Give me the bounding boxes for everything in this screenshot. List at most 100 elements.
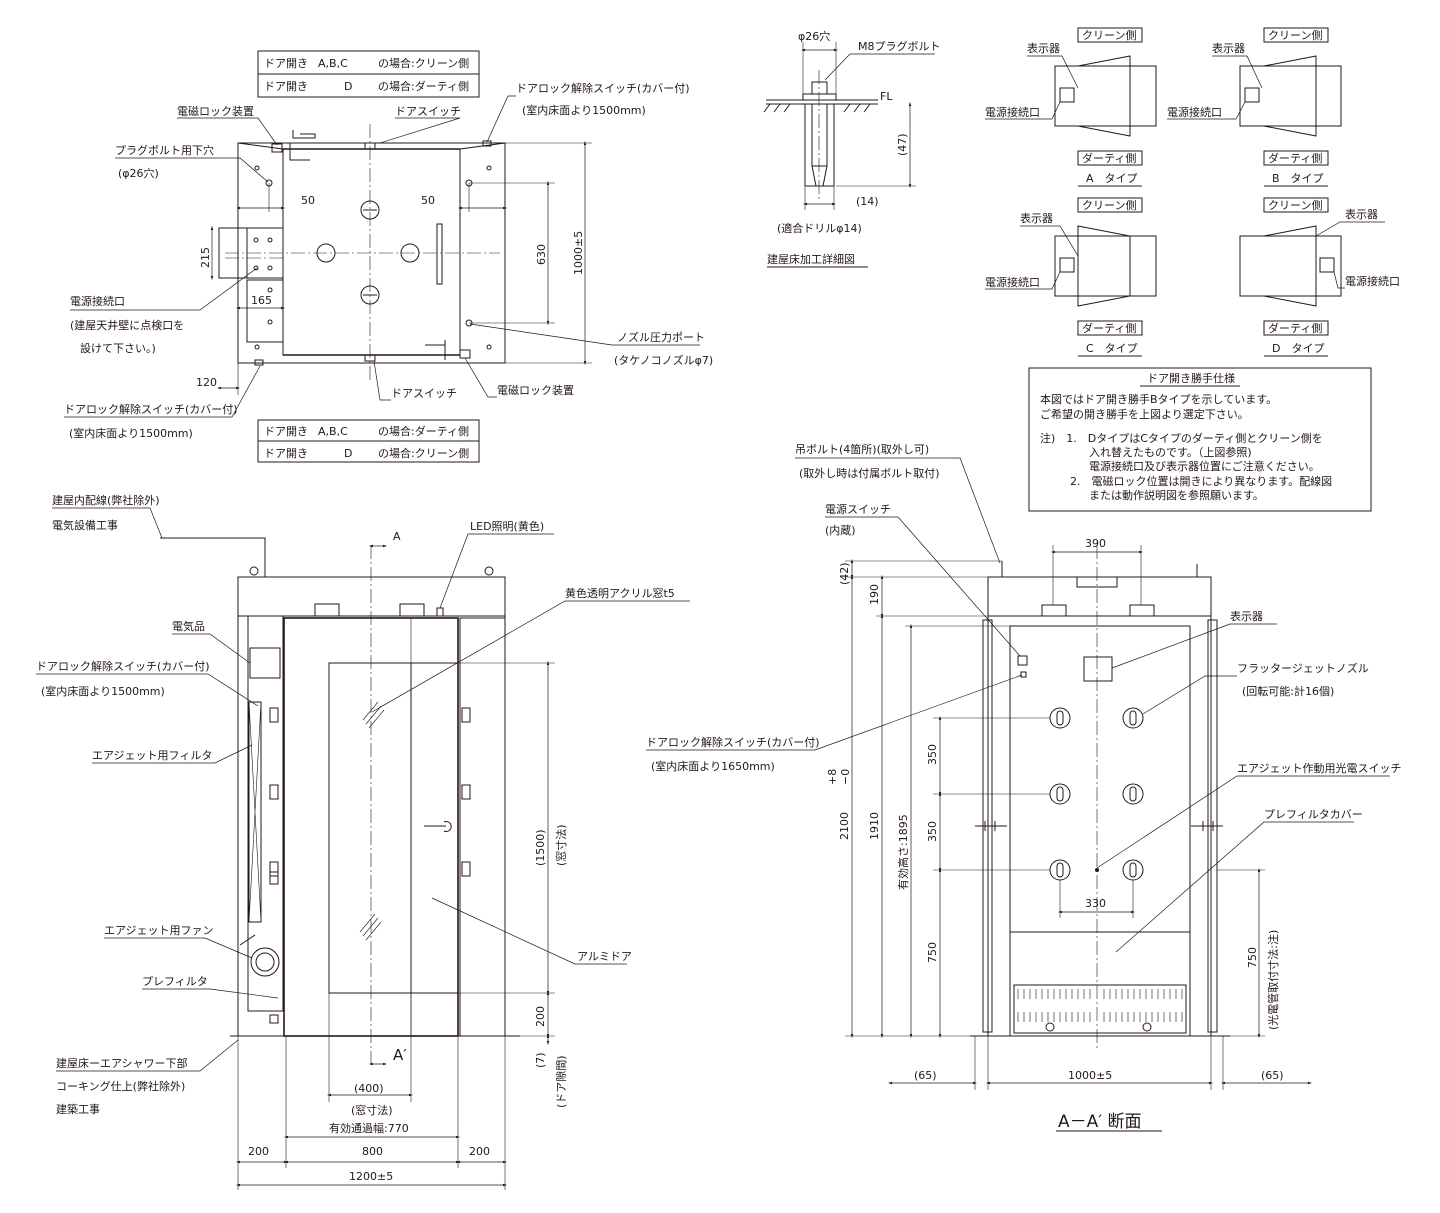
nozzle-port-note: (タケノコノズルφ7) bbox=[614, 353, 713, 367]
spec-line: 注) 1. DタイプはCタイプのダーティ側とクリーン側を bbox=[1040, 431, 1323, 445]
table-cell: の場合:クリーン側 bbox=[378, 446, 469, 460]
wiring-label: 建屋内配線(弊社除外) bbox=[52, 493, 160, 507]
door-switch-label: ドアスイッチ bbox=[395, 105, 461, 118]
plug-bolt-label: プラグボルト用下穴 bbox=[115, 143, 214, 157]
table-cell: ドア開き bbox=[264, 425, 308, 438]
section-mark: A bbox=[393, 530, 401, 543]
type-b-label: B タイプ bbox=[1272, 172, 1324, 185]
display-label: 表示器 bbox=[1020, 211, 1053, 225]
prefilter-cover-label: プレフィルタカバー bbox=[1264, 808, 1363, 821]
dim-label: 120 bbox=[196, 376, 217, 389]
power-inlet-note: 設けて下さい。) bbox=[80, 341, 156, 355]
plan-view: ドア開き A,B,C の場合:クリーン側 ドア開き D の場合:ダーティ側 bbox=[64, 50, 713, 463]
dim-note: (窓寸法) bbox=[351, 1103, 393, 1117]
spec-title: ドア開き勝手仕様 bbox=[1147, 371, 1235, 385]
power-label: 電源接続口 bbox=[985, 275, 1040, 289]
dim-note: 有効通過幅:770 bbox=[329, 1121, 409, 1135]
dim-label: 630 bbox=[535, 244, 548, 265]
dim-label: 50 bbox=[301, 194, 315, 207]
release-switch-label: ドアロック解除スイッチ(カバー付) bbox=[646, 735, 820, 749]
drill-label: (適合ドリルφ14) bbox=[777, 221, 862, 235]
filter-label: エアジェット用フィルタ bbox=[92, 749, 212, 762]
dim-label: 1910 bbox=[868, 812, 881, 840]
spec-line: 本図ではドア開き勝手Bタイプを示しています。 bbox=[1040, 392, 1277, 406]
dim-label: 50 bbox=[421, 194, 435, 207]
dim-label: (47) bbox=[896, 133, 909, 156]
electrical-label: 電気品 bbox=[172, 619, 205, 633]
spec-line: ご希望の開き勝手を上図より選定下さい。 bbox=[1040, 407, 1249, 421]
dim-label: 190 bbox=[868, 584, 881, 605]
type-c: クリーン側 表示器 電源接続口 ダーティ側 C タイプ bbox=[985, 197, 1157, 357]
dim-label: 200 bbox=[248, 1145, 269, 1158]
section-view: 390 (42) +8 −0 2100 190 1910 有効高さ:1895 3… bbox=[646, 442, 1402, 1132]
door-label: アルミドア bbox=[577, 950, 632, 963]
nozzle-label: フラッタージェットノズル bbox=[1237, 661, 1369, 675]
fan-label: エアジェット用ファン bbox=[104, 924, 214, 937]
table-cell: A,B,C bbox=[318, 57, 348, 70]
dim-label: (400) bbox=[354, 1082, 384, 1095]
display-label: 表示器 bbox=[1230, 609, 1263, 623]
spec-line: 電源接続口及び表示器位置にご注意ください。 bbox=[1089, 459, 1320, 473]
nozzle-port-label: ノズル圧力ポート bbox=[617, 330, 705, 344]
acrylic-window bbox=[328, 662, 412, 994]
nozzle-note: (回転可能:計16個) bbox=[1242, 684, 1334, 698]
dim-label: 390 bbox=[1085, 537, 1106, 550]
dim-label: 2100 bbox=[838, 812, 851, 840]
release-switch-label: ドアロック解除スイッチ(カバー付) bbox=[64, 402, 238, 416]
section-mark: A′ bbox=[393, 1046, 407, 1064]
table-cell: ドア開き bbox=[264, 80, 308, 93]
spec-line: 2. 電磁ロック位置は開きにより異なります。配線図 bbox=[1070, 474, 1332, 488]
dim-label: (14) bbox=[856, 195, 879, 208]
release-switch-label: ドアロック解除スイッチ(カバー付) bbox=[36, 659, 210, 673]
mag-lock-label: 電磁ロック装置 bbox=[177, 105, 254, 118]
prefilter-label: プレフィルタ bbox=[142, 975, 208, 988]
section-title: A－A′ 断面 bbox=[1058, 1112, 1142, 1132]
power-inlet-note: (建屋天井壁に点検口を bbox=[70, 318, 184, 332]
display-label: 表示器 bbox=[1345, 207, 1378, 221]
wiring-label: 電気設備工事 bbox=[52, 518, 118, 532]
floor-label: 建築工事 bbox=[56, 1102, 100, 1116]
front-view: A A′ (1500) (窓寸法) 200 (7) (ドア隙間) (400) (… bbox=[36, 493, 690, 1190]
spec-box: ドア開き勝手仕様 本図ではドア開き勝手Bタイプを示しています。 ご希望の開き勝手… bbox=[1028, 367, 1372, 512]
dim-note: (ドア隙間) bbox=[554, 1055, 568, 1108]
front-header bbox=[237, 576, 506, 617]
power-switch-note: (内蔵) bbox=[825, 523, 856, 537]
bolt-label: M8プラグボルト bbox=[858, 39, 941, 53]
hanger-label: 吊ボルト(4箇所)(取外し可) bbox=[795, 442, 929, 456]
dim-label: 200 bbox=[469, 1145, 490, 1158]
table-cell: ドア開き bbox=[264, 447, 308, 460]
dim-label: +8 bbox=[826, 769, 839, 785]
release-switch-note: (室内床面より1650mm) bbox=[651, 759, 775, 773]
dim-label: 有効高さ:1895 bbox=[896, 814, 910, 890]
dirty-side-label: ダーティ側 bbox=[1082, 151, 1136, 165]
table-cell: ドア開き bbox=[264, 57, 308, 70]
floor-label: 建屋床ーエアシャワー下部 bbox=[56, 1056, 188, 1070]
display-label: 表示器 bbox=[1027, 41, 1060, 55]
dim-label: 750 bbox=[926, 942, 939, 963]
dim-label: 1000±5 bbox=[572, 231, 585, 275]
table-cell: A,B,C bbox=[318, 425, 348, 438]
hanger-note: (取外し時は付属ボルト取付) bbox=[799, 467, 940, 480]
dim-label: 350 bbox=[926, 744, 939, 765]
power-label: 電源接続口 bbox=[985, 105, 1040, 119]
release-switch-note: (室内床面より1500mm) bbox=[522, 103, 646, 117]
table-cell: D bbox=[344, 80, 352, 93]
type-a-label: A タイプ bbox=[1086, 172, 1138, 185]
clean-side-label: クリーン側 bbox=[1082, 29, 1136, 42]
power-inlet-label: 電源接続口 bbox=[70, 294, 125, 308]
electrical-box bbox=[249, 647, 281, 679]
dim-label: 200 bbox=[534, 1006, 547, 1027]
dim-note: (光電管取付寸法:注) bbox=[1266, 930, 1280, 1030]
nozzles bbox=[1049, 707, 1144, 881]
spec-line: 入れ替えたものです。（上図参照) bbox=[1089, 445, 1252, 459]
floor-detail: φ26穴 M8プラグボルト FL (47) (14) (適合ドリルφ14) 建屋… bbox=[763, 29, 941, 268]
table-cell: の場合:ダーティ側 bbox=[378, 79, 469, 93]
display-label: 表示器 bbox=[1212, 41, 1245, 55]
floor-label: コーキング仕上(弊社除外) bbox=[56, 1079, 185, 1093]
clean-side-label: クリーン側 bbox=[1082, 199, 1136, 212]
dim-label: 800 bbox=[362, 1145, 383, 1158]
type-d: クリーン側 表示器 電源接続口 ダーティ側 D タイプ bbox=[1239, 197, 1400, 357]
dim-label: 215 bbox=[199, 247, 212, 268]
acrylic-label: 黄色透明アクリル窓t5 bbox=[565, 586, 675, 600]
